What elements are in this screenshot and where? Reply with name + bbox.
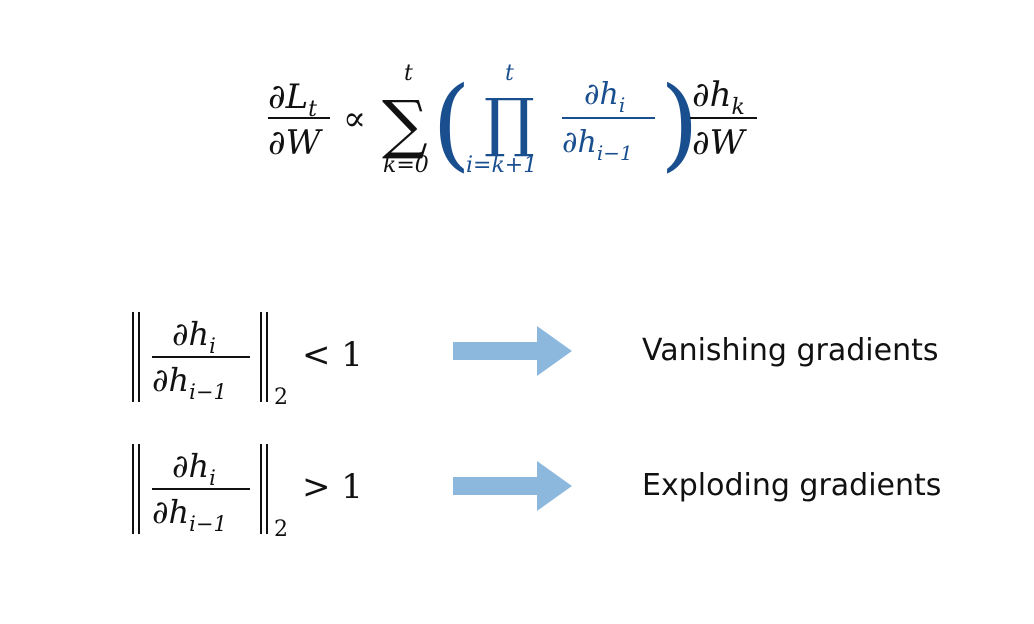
condition-relation: > 1 (302, 467, 363, 507)
arrow-right-icon (453, 326, 572, 376)
left-parenthesis: ( (432, 65, 471, 182)
product-symbol: ∏ (484, 86, 535, 160)
arrow-right-icon (453, 461, 572, 511)
proportional-symbol: ∝ (343, 99, 366, 139)
condition-numerator: ∂hi (172, 447, 216, 490)
rhs-numerator: ∂hk (692, 75, 745, 120)
lhs-denominator: ∂W (268, 123, 324, 163)
right-parenthesis: ) (660, 65, 699, 182)
sum-symbol: ∑ (382, 88, 428, 162)
condition-exploding: ∂hi ∂hi−1 2 > 1 Exploding gradients (132, 444, 941, 542)
norm-subscript: 2 (274, 385, 288, 410)
exploding-gradients-label: Exploding gradients (642, 468, 941, 503)
rhs-denominator: ∂W (692, 123, 748, 163)
vanishing-gradients-label: Vanishing gradients (642, 333, 939, 368)
condition-denominator: ∂hi−1 (152, 361, 227, 404)
sum-upper-limit: t (404, 61, 413, 86)
lhs-numerator: ∂Lt (268, 77, 317, 122)
condition-denominator: ∂hi−1 (152, 493, 227, 536)
product-lower-limit: i=k+1 (466, 153, 537, 178)
inner-numerator: ∂hi (584, 77, 625, 117)
condition-numerator: ∂hi (172, 315, 216, 358)
condition-relation: < 1 (302, 335, 363, 375)
product-upper-limit: t (505, 61, 514, 86)
condition-vanishing: ∂hi ∂hi−1 2 < 1 Vanishing gradients (132, 312, 939, 410)
inner-denominator: ∂hi−1 (562, 125, 633, 165)
sum-lower-limit: k=0 (383, 153, 429, 178)
main-equation: ∂Lt ∂W ∝ t ∑ k=0 ( t ∏ i=k+1 ∂hi ∂hi−1 )… (268, 61, 757, 182)
norm-subscript: 2 (274, 517, 288, 542)
